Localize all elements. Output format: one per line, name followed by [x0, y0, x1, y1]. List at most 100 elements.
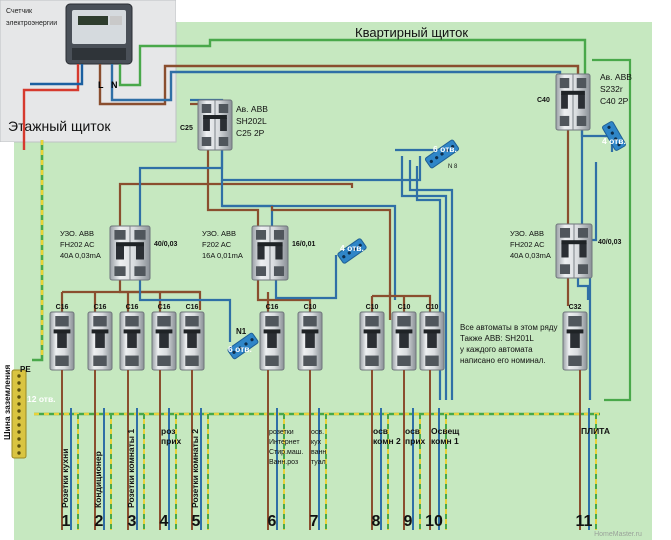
pe-label: PE	[20, 365, 31, 374]
circuit-label-line: Стир.маш.	[269, 449, 303, 456]
group-breaker-rating: C10	[304, 304, 317, 311]
c25-desc-line: SH202L	[236, 116, 267, 126]
circuit-label-line: розетки	[269, 429, 294, 436]
meter-wires	[22, 38, 587, 150]
n1-count: 6 отв.	[228, 344, 252, 354]
circuit-label-line: осв	[373, 426, 388, 436]
rcd-1-rating: 40/0,03	[154, 241, 177, 248]
neutral-busbar-top	[424, 139, 460, 169]
circuit-9	[403, 370, 421, 530]
circuit-number: 1	[62, 513, 71, 530]
circuit-label-line: роз	[161, 426, 176, 436]
rcd-3[interactable]	[555, 223, 593, 279]
group-breaker-rating: C16	[56, 304, 69, 311]
group-breaker-rating: C10	[426, 304, 439, 311]
group-breaker-rating: C16	[94, 304, 107, 311]
circuit-label-line: ПЛИТА	[581, 426, 610, 436]
group-breaker-9[interactable]	[391, 311, 417, 371]
group-breaker-8[interactable]	[359, 311, 385, 371]
rcd-3-desc-line: FH202 AC	[510, 240, 545, 249]
circuit-number: 8	[372, 513, 381, 530]
group-breaker-rating: C16	[126, 304, 139, 311]
mid-count: 4 отв.	[340, 243, 364, 253]
rcd-1[interactable]	[109, 225, 151, 281]
circuit-label-line: осв.	[311, 429, 324, 436]
right-white-strip	[652, 0, 671, 540]
group-breaker-3[interactable]	[119, 311, 145, 371]
circuit-number: 4	[160, 513, 169, 530]
meter-label-1: Счетчик	[6, 8, 33, 15]
main-wiring	[60, 58, 632, 402]
circuit-label-line: Интернет	[269, 439, 300, 446]
group-breaker-6[interactable]	[259, 311, 285, 371]
circuit-number: 11	[576, 513, 593, 530]
circuit-number: 7	[310, 513, 319, 530]
circuit-number: 5	[192, 513, 201, 530]
c25-desc-line: Ав. ABB	[236, 104, 268, 114]
circuit-label-line: туал	[311, 459, 326, 466]
c40-desc-line: C40 2P	[600, 96, 629, 106]
L-label: L	[98, 80, 104, 90]
electric-meter	[65, 3, 133, 65]
circuit-label-line: осв	[405, 426, 420, 436]
rcd-2-desc-line: УЗО. ABB	[202, 229, 236, 238]
circuit-label-line: комн 2	[373, 436, 401, 446]
circuit-label: Розетки комнаты 1	[126, 429, 136, 508]
note-line: Все автоматы в этом ряду	[460, 323, 557, 332]
top-count: 6 отв.	[433, 144, 457, 154]
group-breaker-4[interactable]	[151, 311, 177, 371]
group-breaker-rating: C16	[186, 304, 199, 311]
circuit-label-line: Ванн.роз	[269, 459, 298, 466]
meter-label-2: электроэнергии	[6, 20, 57, 27]
circuit-label-line: кух	[311, 439, 322, 446]
group-breaker-rating: C10	[366, 304, 379, 311]
circuit-6	[267, 370, 285, 530]
rcd-1-desc-line: 40A 0,03mA	[60, 251, 101, 260]
rcd-1-desc-line: УЗО. ABB	[60, 229, 94, 238]
group-breaker-rating: C16	[266, 304, 279, 311]
rcd-2-desc-line: 16A 0,01mA	[202, 251, 243, 260]
pe-count: 12 отв.	[27, 394, 56, 404]
note-line: написано его номинал.	[460, 356, 546, 365]
group-breaker-7[interactable]	[297, 311, 323, 371]
circuit-label: Кондиционер	[93, 451, 103, 508]
rcd-3-desc-line: УЗО. ABB	[510, 229, 544, 238]
circuit-1	[61, 370, 79, 530]
circuit-label: Розетки кухни	[60, 449, 70, 508]
group-breaker-2[interactable]	[87, 311, 113, 371]
circuit-10	[429, 370, 447, 530]
neutral-busbar-n1	[227, 332, 259, 360]
rcd-2[interactable]	[251, 225, 289, 281]
c25-desc-line: C25 2P	[236, 128, 265, 138]
group-breaker-1[interactable]	[49, 311, 75, 371]
n1-label: N1	[236, 327, 247, 336]
group-breaker-11[interactable]	[562, 311, 588, 371]
circuit-number: 10	[425, 513, 443, 530]
neutral-busbar-mid	[337, 238, 367, 264]
group-breaker-rating: C10	[398, 304, 411, 311]
N-label: N	[111, 80, 118, 90]
circuit-4	[159, 370, 177, 530]
rcd-3-desc-line: 40A 0,03mA	[510, 251, 551, 260]
rcd-1-desc-line: FH202 AC	[60, 240, 95, 249]
circuit-2	[94, 370, 112, 530]
circuit-label-line: комн 1	[431, 436, 459, 446]
circuit-number: 3	[128, 513, 137, 530]
floor-panel-label: Этажный щиток	[8, 118, 111, 134]
circuit-8	[371, 370, 389, 530]
main-breaker-c25[interactable]	[197, 99, 233, 151]
circuit-5	[191, 370, 209, 530]
group-breaker-5[interactable]	[179, 311, 205, 371]
watermark: HomeMaster.ru	[594, 531, 642, 538]
top-bus-suffix: N 8	[448, 164, 458, 170]
panel-title: Квартирный щиток	[355, 25, 468, 40]
circuit-label-line: Освещ	[431, 426, 460, 436]
main-breaker-c40[interactable]	[555, 73, 591, 131]
c40-desc-line: S232r	[600, 84, 623, 94]
ground-busbar	[11, 369, 27, 459]
rcd-2-desc-line: F202 AC	[202, 240, 232, 249]
group-breaker-10[interactable]	[419, 311, 445, 371]
rcd-3-rating: 40/0,03	[598, 239, 621, 246]
neutral-busbar-right	[602, 121, 626, 151]
note-line: у каждого автомата	[460, 345, 533, 354]
